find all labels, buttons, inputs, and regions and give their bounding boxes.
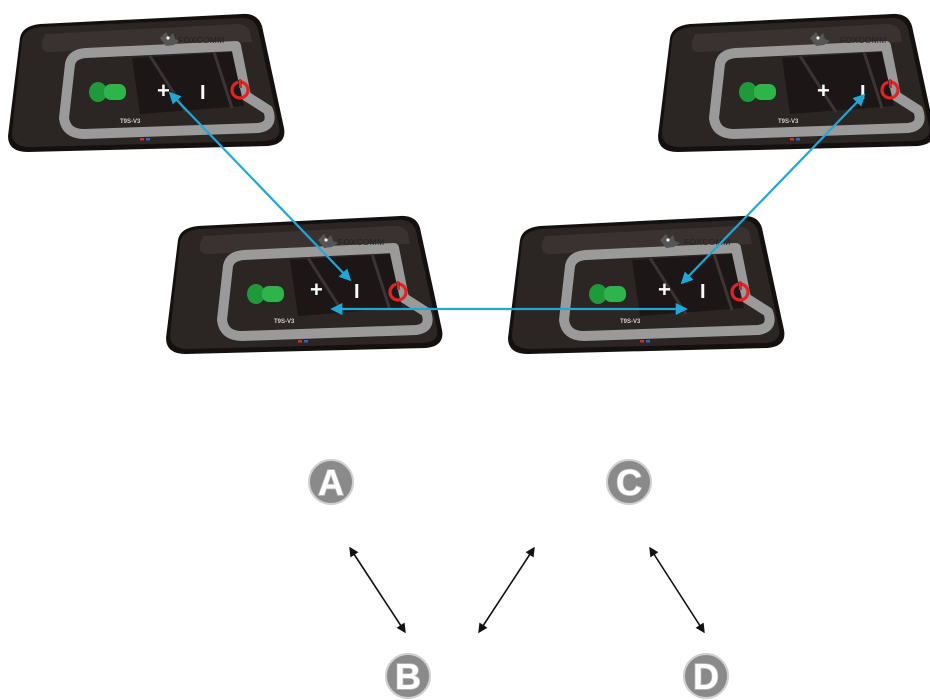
link-arrow-a-b	[168, 91, 352, 282]
device-d: FOXCOMM + I T9S-V3	[508, 216, 784, 354]
minus-button-label: I	[860, 82, 866, 104]
node-d: D	[683, 653, 729, 699]
brand-label: FOXCOMM	[178, 35, 224, 45]
node-label-a: A	[318, 462, 344, 503]
device-b: FOXCOMM + I T9S-V3	[166, 216, 442, 354]
pair-arrow-b-c	[478, 546, 535, 634]
node-a: A	[308, 459, 354, 505]
model-label: T9S-V3	[120, 119, 141, 125]
minus-button-label: I	[354, 281, 360, 303]
pairing-order-arrows	[349, 546, 705, 634]
node-c: C	[606, 459, 652, 505]
plus-button-label: +	[817, 78, 830, 103]
plus-button-label: +	[157, 78, 170, 103]
model-label: T9S-V3	[620, 319, 641, 325]
plus-button-label: +	[310, 277, 323, 302]
minus-button-label: I	[700, 281, 706, 303]
node-label-b: B	[395, 656, 421, 697]
brand-label: FOXCOMM	[338, 237, 384, 247]
model-label: T9S-V3	[778, 119, 799, 125]
pair-arrow-a-b	[349, 546, 406, 634]
brand-label: FOXCOMM	[684, 237, 730, 247]
pair-arrow-c-d	[649, 546, 705, 634]
model-label: T9S-V3	[274, 319, 295, 325]
link-arrow-d-c	[680, 93, 866, 285]
pairing-links	[168, 91, 866, 316]
node-label-d: D	[693, 656, 719, 697]
node-b: B	[385, 653, 431, 699]
plus-button-label: +	[658, 277, 671, 302]
device-c: FOXCOMM + I T9S-V3	[658, 14, 930, 152]
device-a: FOXCOMM + I T9S-V3	[8, 14, 284, 152]
node-label-c: C	[616, 462, 642, 503]
brand-label: FOXCOMM	[840, 35, 886, 45]
minus-button-label: I	[200, 82, 206, 104]
